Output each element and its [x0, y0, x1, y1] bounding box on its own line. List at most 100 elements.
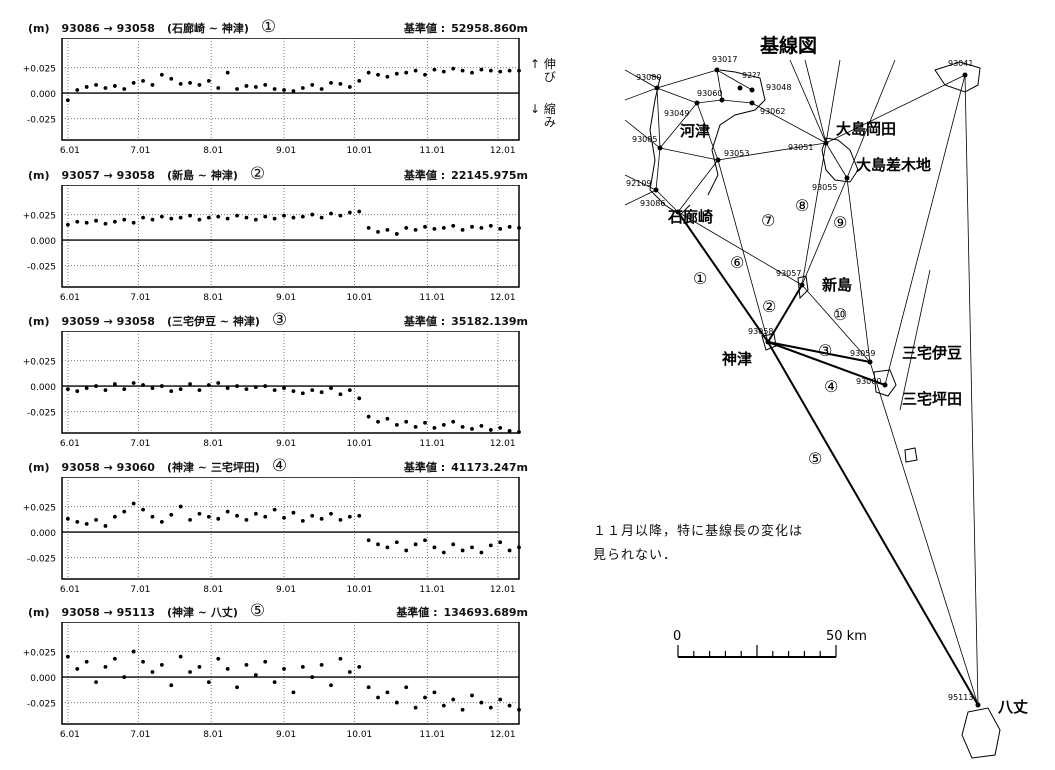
- plot-frame: [61, 331, 520, 434]
- data-point: [272, 507, 277, 512]
- data-point: [282, 667, 286, 671]
- data-point: [413, 705, 418, 710]
- data-point: [507, 429, 512, 433]
- station-label: 93053: [724, 149, 749, 158]
- data-point: [235, 513, 239, 518]
- data-point: [517, 707, 521, 712]
- reference-label: 基準値 :: [396, 606, 438, 619]
- data-point: [103, 86, 108, 90]
- data-point: [376, 72, 380, 77]
- data-point: [103, 524, 108, 528]
- baseline-line: [655, 147, 661, 191]
- extension-label: ↑ 伸び: [530, 57, 556, 84]
- up-arrow-icon: ↑: [530, 57, 541, 71]
- data-point: [441, 703, 446, 708]
- reference-value: 134693.689m: [443, 606, 528, 619]
- station-marker: [749, 100, 755, 106]
- data-point: [432, 67, 437, 72]
- baseline-line: [884, 74, 966, 386]
- baseline-line: [789, 59, 827, 144]
- data-point: [347, 670, 352, 674]
- data-point: [159, 519, 164, 524]
- unit-label: (m): [28, 169, 50, 182]
- reference-value: 41173.247m: [451, 461, 528, 474]
- x-tick-label: 11.01: [419, 585, 445, 595]
- data-point: [291, 690, 296, 695]
- station-label: 93051: [788, 143, 813, 152]
- data-point: [413, 227, 418, 232]
- data-point: [112, 382, 117, 386]
- station-label: 93041: [948, 59, 973, 68]
- data-point: [131, 381, 136, 385]
- data-point: [253, 673, 258, 677]
- data-point: [357, 664, 362, 669]
- baseline-line: [801, 177, 848, 286]
- plot-frame: [61, 477, 520, 580]
- x-tick-label: 9.01: [276, 146, 296, 156]
- data-point: [225, 667, 230, 671]
- reference-value: 52958.860m: [451, 22, 528, 35]
- x-tick-label: 11.01: [419, 293, 445, 303]
- analyzed-baseline-4: [767, 341, 886, 386]
- data-point: [451, 419, 456, 424]
- data-point: [225, 386, 230, 391]
- y-tick-label: -0.025: [27, 700, 56, 710]
- data-point: [338, 517, 343, 522]
- plot-frame: [61, 38, 520, 141]
- station-marker: [765, 339, 771, 345]
- data-point: [235, 213, 239, 218]
- data-point: [357, 396, 362, 401]
- x-tick-label: 10.01: [347, 585, 373, 595]
- data-point: [404, 548, 409, 553]
- data-point: [385, 416, 390, 421]
- station-label: 93049: [664, 109, 689, 118]
- station-label: 92??: [742, 71, 761, 80]
- baseline-id: 93057 → 93058: [61, 169, 155, 182]
- y-tick-label: -0.025: [27, 116, 56, 126]
- data-point: [75, 219, 80, 224]
- baseline-number: ②: [249, 164, 266, 184]
- x-tick-label: 8.01: [203, 585, 223, 595]
- data-point: [112, 656, 117, 661]
- data-point: [75, 519, 80, 524]
- baseline-line: [825, 59, 841, 144]
- data-point: [479, 700, 484, 705]
- data-point: [84, 522, 89, 526]
- station-label: 93062: [760, 107, 785, 116]
- station-label: 92109: [626, 179, 651, 188]
- x-tick-label: 12.01: [490, 439, 516, 449]
- data-point: [197, 664, 202, 669]
- station-marker: [694, 100, 700, 106]
- data-point: [84, 85, 89, 89]
- data-point: [84, 386, 89, 391]
- baseline-line: [677, 211, 803, 286]
- data-point: [366, 685, 371, 690]
- data-point: [507, 68, 512, 73]
- data-point: [488, 543, 493, 548]
- x-tick-label: 10.01: [347, 293, 373, 303]
- data-point: [216, 214, 221, 219]
- baseline-line: [804, 59, 827, 144]
- x-tick-label: 11.01: [419, 730, 445, 740]
- data-point: [159, 662, 164, 667]
- baseline-number-label: ⑩: [833, 305, 847, 324]
- data-point: [188, 80, 192, 85]
- baseline-line: [825, 74, 966, 144]
- station-names: (三宅伊豆 ~ 神津): [166, 315, 260, 328]
- data-point: [517, 430, 521, 434]
- baseline-line: [696, 102, 719, 161]
- data-point: [338, 82, 343, 86]
- data-point: [272, 216, 277, 221]
- data-point: [188, 213, 192, 218]
- data-point: [122, 387, 127, 392]
- analyzed-baseline-5: [767, 341, 979, 706]
- station-label: 93080: [636, 73, 661, 82]
- data-point: [178, 387, 183, 392]
- data-point: [366, 225, 371, 230]
- analyzed-baseline-3: [767, 341, 871, 363]
- data-point: [112, 514, 117, 519]
